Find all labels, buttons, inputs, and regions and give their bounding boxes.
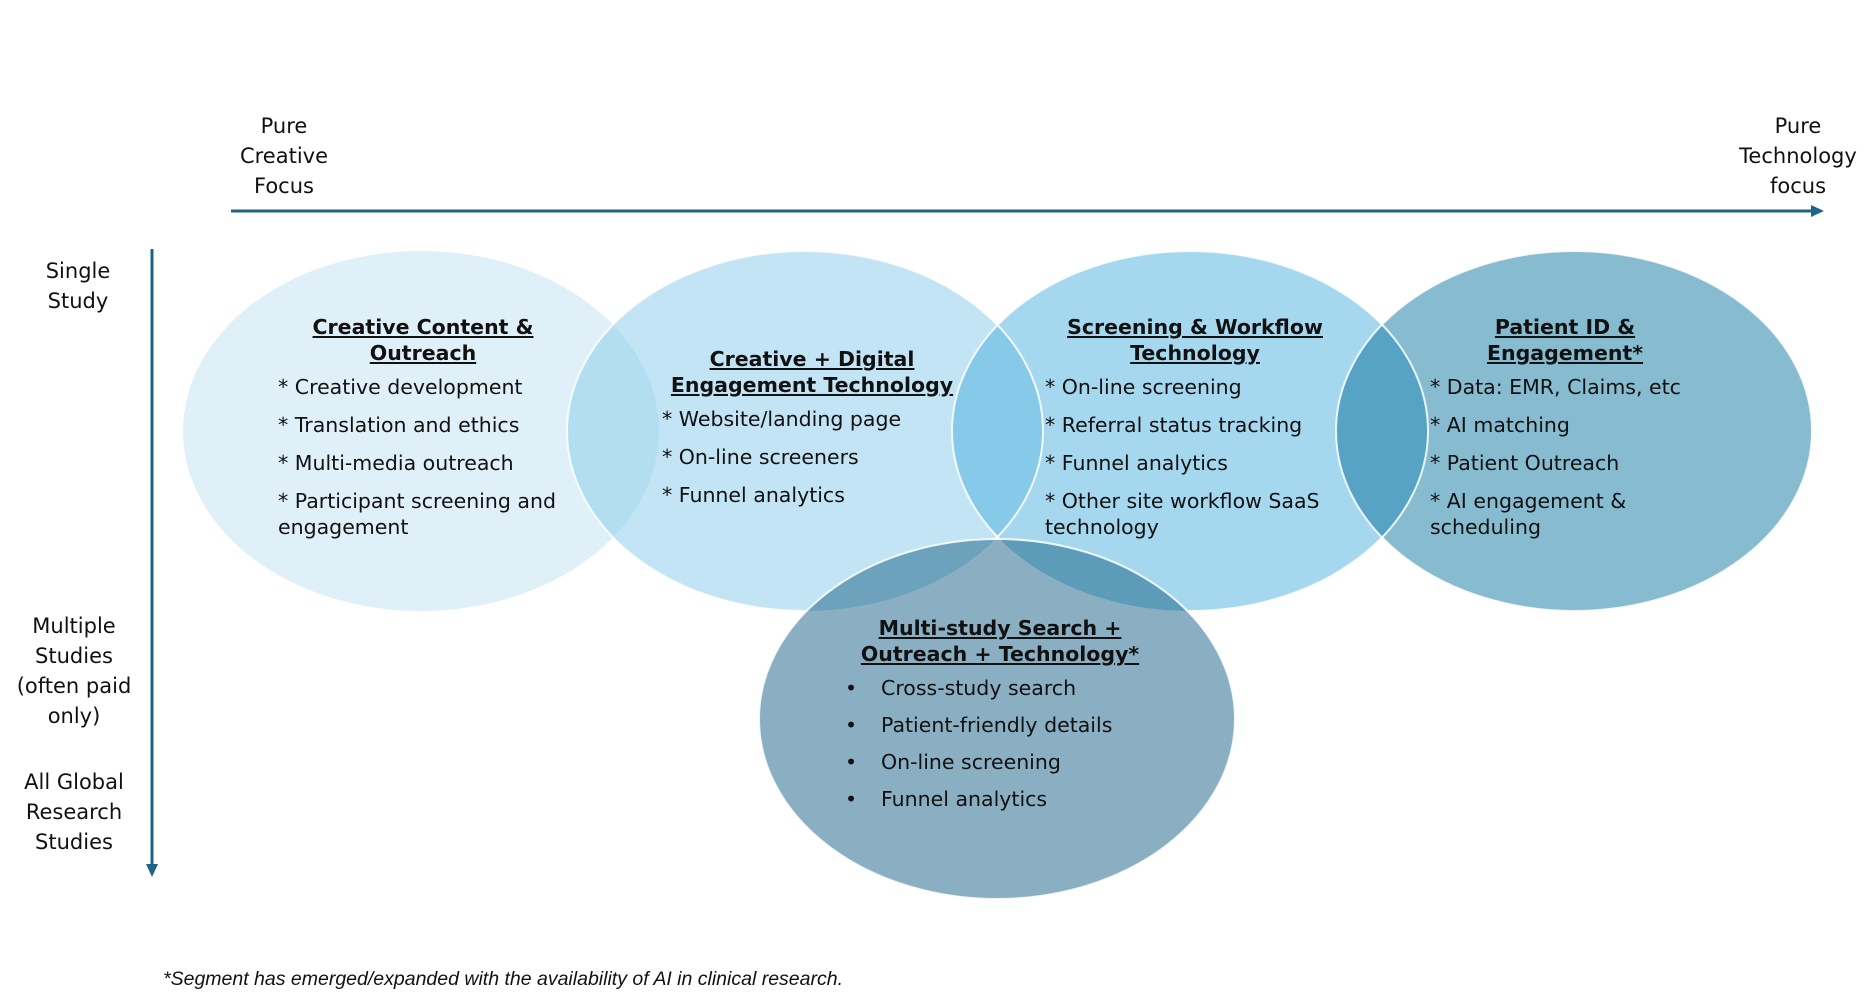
- asterisk-bullet-icon: *: [1430, 489, 1441, 513]
- asterisk-bullet-icon: *: [278, 375, 289, 399]
- segment-ellipse-patient-id: [1336, 251, 1812, 611]
- asterisk-bullet-icon: *: [1045, 413, 1056, 437]
- segment-item: * AI matching: [1430, 413, 1570, 437]
- asterisk-bullet-icon: *: [1045, 451, 1056, 475]
- axis-label-pure-creative: Pure Creative Focus: [239, 114, 329, 198]
- segment-item: •Funnel analytics: [845, 787, 1048, 811]
- segment-item: * On-line screeners: [662, 445, 859, 469]
- asterisk-bullet-icon: *: [662, 483, 673, 507]
- vertical-axis-arrow: [146, 249, 158, 877]
- segment-creative-digital: Creative + Digital Engagement Technology…: [662, 346, 953, 520]
- asterisk-bullet-icon: *: [662, 445, 673, 469]
- segment-outline: [1335, 250, 1813, 612]
- asterisk-bullet-icon: *: [662, 407, 673, 431]
- segment-title-line: Outreach: [369, 341, 477, 365]
- asterisk-bullet-icon: *: [278, 413, 289, 437]
- segment-title-line: Engagement*: [1486, 341, 1644, 365]
- axis-label-pure-technology: Pure Technology focus: [1739, 114, 1857, 198]
- axis-label-multiple-studies: Multiple Studies (often paid only): [16, 614, 132, 728]
- segment-item: * Website/landing page: [662, 407, 902, 431]
- segment-item: •Patient-friendly details: [845, 713, 1113, 737]
- segment-title: Multi-study Search + Outreach + Technolo…: [825, 615, 1175, 667]
- segment-ellipse-multi-study: [759, 539, 1235, 899]
- asterisk-bullet-icon: *: [1430, 451, 1441, 475]
- bullet-dot-icon: •: [845, 713, 858, 737]
- asterisk-bullet-icon: *: [278, 489, 289, 513]
- segment-item: * AI engagement & scheduling: [1430, 489, 1627, 539]
- segment-item: * Multi-media outreach: [278, 451, 514, 475]
- segment-title-line: Patient ID &: [1494, 315, 1636, 339]
- axis-label-single-study: Single Study: [45, 259, 111, 313]
- bullet-dot-icon: •: [845, 750, 858, 774]
- segment-item: * Translation and ethics: [278, 413, 520, 437]
- segment-item: * Funnel analytics: [1045, 451, 1228, 475]
- segment-creative-content: Creative Content & Outreach * Creative d…: [278, 314, 568, 552]
- footnote: *Segment has emerged/expanded with the a…: [163, 968, 843, 990]
- asterisk-bullet-icon: *: [1430, 413, 1441, 437]
- bullet-dot-icon: •: [845, 676, 858, 700]
- segment-title: Creative Content & Outreach: [278, 314, 568, 366]
- segment-title-line: Technology: [1130, 341, 1260, 365]
- horizontal-axis-arrow: [231, 205, 1824, 217]
- segment-title-line: Screening & Workflow: [1067, 315, 1323, 339]
- segment-title: Creative + Digital Engagement Technology: [652, 346, 972, 398]
- segment-ellipse-creative-content: [183, 251, 659, 611]
- segment-item: •On-line screening: [845, 750, 1061, 774]
- segment-title-line: Creative Content &: [312, 315, 534, 339]
- segment-ellipse-creative-digital: [567, 251, 1043, 611]
- segment-title: Patient ID & Engagement*: [1410, 314, 1720, 366]
- segment-outline: [566, 250, 1044, 612]
- segment-item: * On-line screening: [1045, 375, 1242, 399]
- segment-item: * Data: EMR, Claims, etc: [1430, 375, 1681, 399]
- asterisk-bullet-icon: *: [1430, 375, 1441, 399]
- segment-screening-workflow: Screening & Workflow Technology * On-lin…: [1045, 314, 1345, 552]
- axis-label-all-global-studies: All Global Research Studies: [24, 770, 124, 854]
- segment-outline: [951, 250, 1429, 612]
- segment-title: Screening & Workflow Technology: [1045, 314, 1345, 366]
- asterisk-bullet-icon: *: [278, 451, 289, 475]
- segment-outline: [758, 538, 1236, 900]
- asterisk-bullet-icon: *: [1045, 375, 1056, 399]
- segment-item: * Funnel analytics: [662, 483, 845, 507]
- segment-item: * Other site workflow SaaS technology: [1045, 489, 1320, 539]
- segment-item: * Patient Outreach: [1430, 451, 1620, 475]
- segment-item: * Referral status tracking: [1045, 413, 1303, 437]
- segment-item: •Cross-study search: [845, 676, 1077, 700]
- segment-ellipse-screening-workflow: [952, 251, 1428, 611]
- segment-title-line: Multi-study Search +: [878, 616, 1122, 640]
- asterisk-bullet-icon: *: [1045, 489, 1056, 513]
- segment-item: * Creative development: [278, 375, 523, 399]
- segment-title-line: Creative + Digital: [709, 347, 915, 371]
- segment-title-line: Outreach + Technology*: [860, 642, 1140, 666]
- segment-patient-id: Patient ID & Engagement* * Data: EMR, Cl…: [1430, 314, 1720, 552]
- segment-title-line: Engagement Technology: [670, 373, 954, 397]
- segment-multi-study: Multi-study Search + Outreach + Technolo…: [845, 615, 1155, 823]
- segment-item: * Participant screening and engagement: [278, 489, 556, 539]
- bullet-dot-icon: •: [845, 787, 858, 811]
